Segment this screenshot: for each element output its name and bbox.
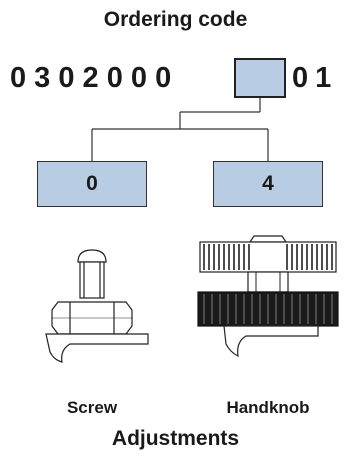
option-label-handknob: Handknob (226, 398, 310, 417)
screw-illustration (45, 249, 149, 363)
diagram-title: Ordering code (103, 8, 248, 31)
connector-lines (91, 98, 269, 161)
ordering-code-suffix: 0 1 (292, 62, 332, 94)
option-box-screw: 0 (37, 161, 147, 207)
handknob-illustration (197, 235, 339, 358)
option-box-handknob: 4 (213, 161, 323, 207)
ordering-code-prefix: 0 3 0 2 0 0 0 (10, 62, 172, 94)
diagram-footer: Adjustments (111, 427, 240, 450)
ordering-code-variable-box (234, 58, 286, 98)
option-label-screw: Screw (66, 398, 118, 417)
